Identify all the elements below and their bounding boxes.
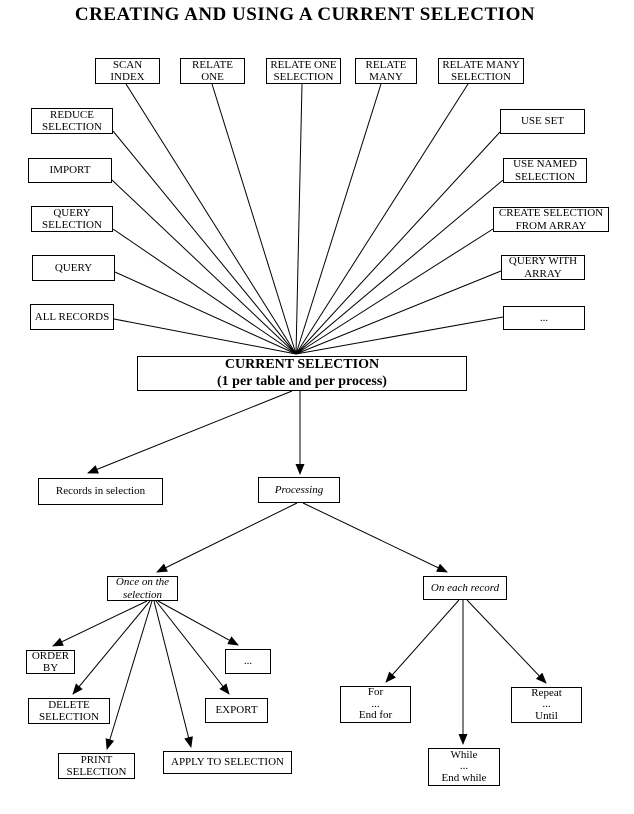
edge-relate-many [295,83,382,355]
node-more-creators: ... [503,306,585,330]
edge-import [111,179,297,355]
node-records-in-selection: Records in selection [38,478,163,505]
edge-to-for-loop [385,599,460,683]
edge-to-more-once-ops [157,600,239,646]
node-order-by: ORDER BY [26,650,75,674]
node-processing: Processing [258,477,340,503]
edge-more-creators [295,316,504,355]
node-import: IMPORT [28,158,112,183]
node-current-selection: CURRENT SELECTION (1 per table and per p… [137,356,467,391]
edge-to-records-in-selection [87,390,293,474]
node-apply-to-selection: APPLY TO SELECTION [163,751,292,774]
page-title: CREATING AND USING A CURRENT SELECTION [74,4,536,25]
node-on-each-record: On each record [423,576,507,600]
node-reduce-selection: REDUCE SELECTION [31,108,113,134]
node-relate-one-selection: RELATE ONE SELECTION [266,58,341,84]
edge-relate-many-selection [295,83,469,355]
edge-to-once-on-selection [156,502,298,573]
node-use-named-selection: USE NAMED SELECTION [503,158,587,183]
edge-relate-one-selection [295,83,303,355]
edge-use-named-selection [295,179,504,355]
edge-to-print-selection [105,600,153,750]
node-repeat-loop: Repeat ... Until [511,687,582,723]
node-query-selection: QUERY SELECTION [31,206,113,232]
edge-to-on-each-record [302,502,448,573]
edge-to-export [155,600,230,695]
edge-create-selection-from-array [295,228,494,355]
node-export: EXPORT [205,698,268,723]
edge-to-repeat-loop [466,599,547,684]
node-delete-selection: DELETE SELECTION [28,698,110,724]
node-print-selection: PRINT SELECTION [58,753,135,779]
node-for-loop: For ... End for [340,686,411,723]
edge-query [114,271,297,355]
node-relate-one: RELATE ONE [180,58,245,84]
edge-relate-one [211,83,297,355]
node-use-set: USE SET [500,109,585,134]
edge-query-with-array [295,270,502,355]
edge-to-order-by [52,600,148,647]
node-more-once-ops: ... [225,649,271,674]
edge-all-records [113,318,297,355]
edge-scan-index [125,83,297,355]
node-create-selection-from-array: CREATE SELECTION FROM ARRAY [493,207,609,232]
edge-to-delete-selection [72,600,151,695]
node-query-with-array: QUERY WITH ARRAY [501,255,585,280]
node-once-on-selection: Once on the selection [107,576,178,601]
edge-to-apply-to-selection [153,600,193,748]
edge-reduce-selection [112,130,297,355]
node-while-loop: While ... End while [428,748,500,786]
node-relate-many-selection: RELATE MANY SELECTION [438,58,524,84]
edge-use-set [295,131,501,355]
node-relate-many: RELATE MANY [355,58,417,84]
node-query: QUERY [32,255,115,281]
edge-query-selection [112,228,297,355]
node-scan-index: SCAN INDEX [95,58,160,84]
node-all-records: ALL RECORDS [30,304,114,330]
